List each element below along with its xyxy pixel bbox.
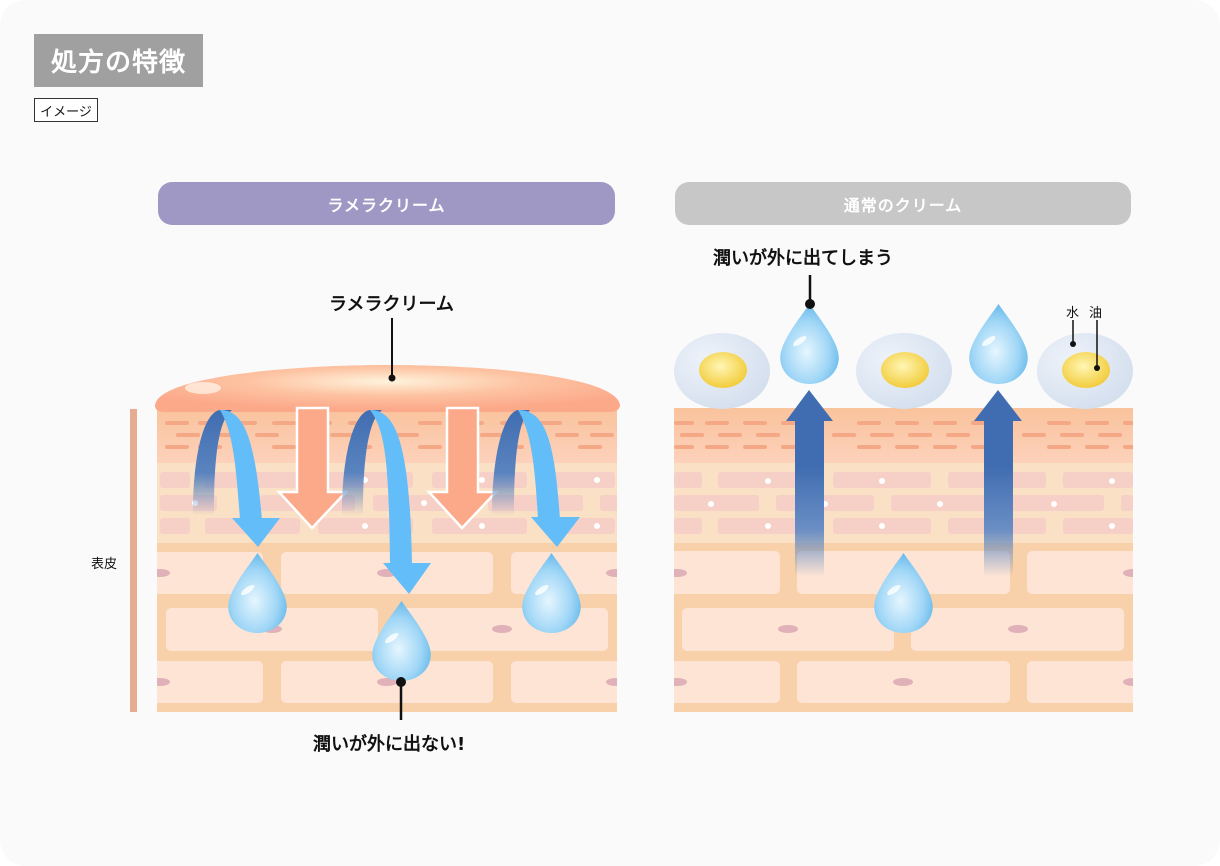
lamellar-cream-label: ラメラクリーム xyxy=(329,294,454,315)
normal-cream-heading: 通常のクリーム xyxy=(675,182,1131,225)
page-title: 処方の特徴 xyxy=(34,34,203,87)
epidermis-label: 表皮 xyxy=(91,557,118,572)
image-tag: イメージ xyxy=(34,98,98,122)
cream-down-arrow xyxy=(276,406,349,530)
water-drop xyxy=(780,304,839,384)
oil-label: 油 xyxy=(1089,306,1103,321)
cream-down-arrow xyxy=(426,406,499,530)
emulsion-particle xyxy=(856,333,952,409)
moisture-escape-arrow xyxy=(974,390,1022,576)
lamellar-cream-heading: ラメラクリーム xyxy=(158,182,615,225)
water-label: 水 xyxy=(1066,306,1080,321)
cream-layer xyxy=(155,365,620,412)
moisture-escape-arrow xyxy=(786,390,833,576)
moisture-retained-label: 潤いが外に出ない! xyxy=(313,734,466,755)
emulsion-particle xyxy=(1037,333,1133,409)
recirculating-arrow xyxy=(342,410,431,594)
recirculating-arrow xyxy=(492,410,580,547)
emulsion-particle xyxy=(674,333,770,409)
moisture-escapes-label: 潤いが外に出てしまう xyxy=(713,248,893,269)
water-drop xyxy=(969,304,1028,384)
recirculating-arrow xyxy=(193,410,280,547)
epidermis-bracket xyxy=(130,409,137,712)
